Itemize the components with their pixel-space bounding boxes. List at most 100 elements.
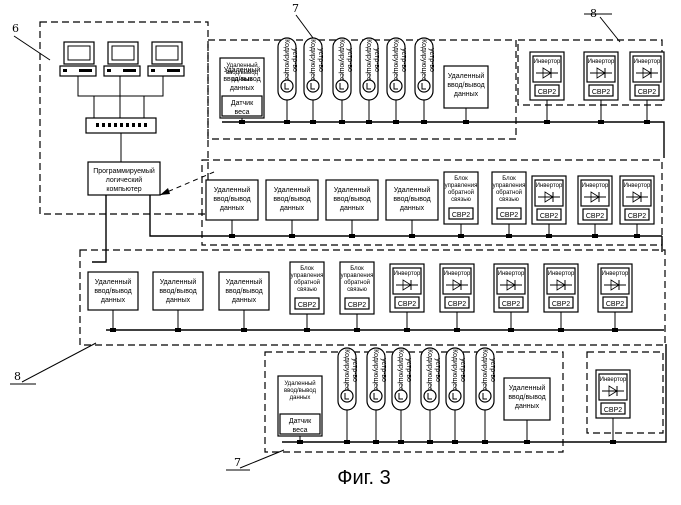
inverter-unit: ИнверторСВР2 <box>578 176 612 224</box>
bus-tap-connector <box>229 234 235 238</box>
switch-port <box>126 123 129 127</box>
encoder-label-1: Кодирующее <box>338 39 345 81</box>
svr2-label: СВР2 <box>592 89 610 96</box>
weight-sensor-label-1: Датчик <box>289 418 312 425</box>
weight-sensor-label-2: веса <box>293 427 308 434</box>
encoder-device: Кодирующееустр-во <box>387 38 407 100</box>
inverter-unit: ИнверторСВР2 <box>544 264 578 312</box>
svr2-label: СВР2 <box>452 212 470 219</box>
ref-label-7-top: 7 <box>292 2 299 15</box>
remote-io-label-3: данных <box>230 85 255 92</box>
feedback-label-2: управления <box>493 183 526 189</box>
encoder-label-1: Кодирующее <box>392 39 399 81</box>
bus-tap-connector <box>508 328 514 332</box>
remote-io-label-1: Удаленный <box>448 72 485 80</box>
ref-leader-6 <box>14 36 50 60</box>
bus-tap-connector <box>634 234 640 238</box>
bus-tap-connector <box>458 234 464 238</box>
feedback-label-4: связью <box>451 197 471 203</box>
dashed-link-arrowhead <box>160 188 170 195</box>
bus-tap-connector <box>452 440 458 444</box>
inverter-unit: ИнверторСВР2 <box>440 264 474 312</box>
encoder-label-2: устр-во <box>400 48 407 72</box>
switch-port <box>102 123 105 127</box>
inverter-unit: ИнверторСВР2 <box>530 52 564 100</box>
svr2-label: СВР2 <box>638 89 656 96</box>
bus-tap-connector <box>409 234 415 238</box>
encoder-device: Кодирующееустр-во <box>446 348 466 410</box>
remote-io-label-2: ввод/вывод <box>273 196 310 203</box>
inverter-label: Инвертор <box>602 271 629 277</box>
inverter-label: Инвертор <box>588 59 615 65</box>
inverter-label: Инвертор <box>394 271 421 277</box>
inverter-label: Инвертор <box>534 59 561 65</box>
remote-io-label-1: Удаленный <box>95 278 132 286</box>
wiring-pc-to-switch <box>78 76 163 118</box>
encoder-device: Кодирующееустр-во <box>476 348 496 410</box>
feedback-control-unit: БлокуправленияобратнойсвязьюСВР2 <box>492 172 526 224</box>
remote-io-label-1: Удаленный <box>226 278 263 286</box>
feedback-label-4: связью <box>347 287 367 293</box>
switch-port <box>138 123 141 127</box>
bus-tap-connector <box>239 120 245 124</box>
bus-tap-connector <box>482 440 488 444</box>
remote-io-label-1: Удаленный <box>284 380 315 387</box>
network-switch <box>86 118 156 133</box>
bus-tap-connector <box>289 234 295 238</box>
encoder-label-1: Кодирующее <box>451 349 458 391</box>
bus-tap-connector <box>524 440 530 444</box>
feedback-label-3: обратной <box>448 189 474 196</box>
feedback-control-unit: БлокуправленияобратнойсвязьюСВР2 <box>290 262 324 314</box>
programmable-logic-computer: Программируемый логический компьютер <box>88 162 160 195</box>
bus-tap-connector <box>421 120 427 124</box>
bus-plc-to-line <box>150 195 206 236</box>
bus-tap-connector <box>544 120 550 124</box>
inverter-label: Инвертор <box>582 183 609 189</box>
encoder-device: Кодирующееустр-во <box>367 348 387 410</box>
feedback-control-unit: БлокуправленияобратнойсвязьюСВР2 <box>444 172 478 224</box>
svr2-label: СВР2 <box>398 301 416 308</box>
feedback-label-3: обратной <box>496 189 522 196</box>
inverter-unit: ИнверторСВР2 <box>630 52 664 100</box>
remote-io-label-3: данных <box>232 297 257 304</box>
encoder-label-2: устр-во <box>489 358 496 382</box>
feedback-control-unit: БлокуправленияобратнойсвязьюСВР2 <box>340 262 374 314</box>
feedback-label-1: Блок <box>350 266 364 272</box>
encoder-device: Кодирующееустр-во <box>415 38 435 100</box>
remote-io-label-1: Удаленный <box>274 186 311 194</box>
bus-tap-connector <box>241 328 247 332</box>
remote-io-label-2: ввод/вывод <box>94 288 131 295</box>
svr2-label: СВР2 <box>538 89 556 96</box>
inverter-label: Инвертор <box>634 59 661 65</box>
bus-tap-connector <box>463 120 469 124</box>
svr2-label: СВР2 <box>540 213 558 220</box>
encoder-label-2: устр-во <box>459 358 466 382</box>
remote-io-label-1: Удаленный <box>334 186 371 194</box>
encoder-label-1: Кодирующее <box>397 349 404 391</box>
switch-port <box>108 123 111 127</box>
inverter-unit: ИнверторСВР2 <box>390 264 424 312</box>
bus-tap-connector <box>344 440 350 444</box>
encoder-label-2: устр-во <box>434 358 441 382</box>
svr2-label: СВР2 <box>586 213 604 220</box>
remote-io-label-3: данных <box>515 403 540 410</box>
bus-tap-connector <box>175 328 181 332</box>
remote-io-label-3: данных <box>340 205 365 212</box>
ref-label-7-bottom: 7 <box>234 456 241 469</box>
remote-io-weight-module: Удаленныйввод/выводданныхДатчиквеса <box>278 376 322 436</box>
bus-tap-connector <box>404 328 410 332</box>
encoder-label-1: Кодирующее <box>283 39 290 81</box>
bus-top-row <box>222 122 664 158</box>
bus-tap-connector <box>398 440 404 444</box>
remote-io-label-3: данных <box>166 297 191 304</box>
bus-tap-connector <box>393 120 399 124</box>
encoder-label-2: устр-во <box>346 48 353 72</box>
encoder-label-2: устр-во <box>351 358 358 382</box>
figure-caption: Фиг. 3 <box>337 467 390 489</box>
remote-io-module: Удаленныйввод/выводданных <box>219 272 269 310</box>
encoder-label-1: Кодирующее <box>426 349 433 391</box>
weight-sensor-label-2: веса <box>235 109 250 116</box>
computer-1 <box>60 42 96 76</box>
